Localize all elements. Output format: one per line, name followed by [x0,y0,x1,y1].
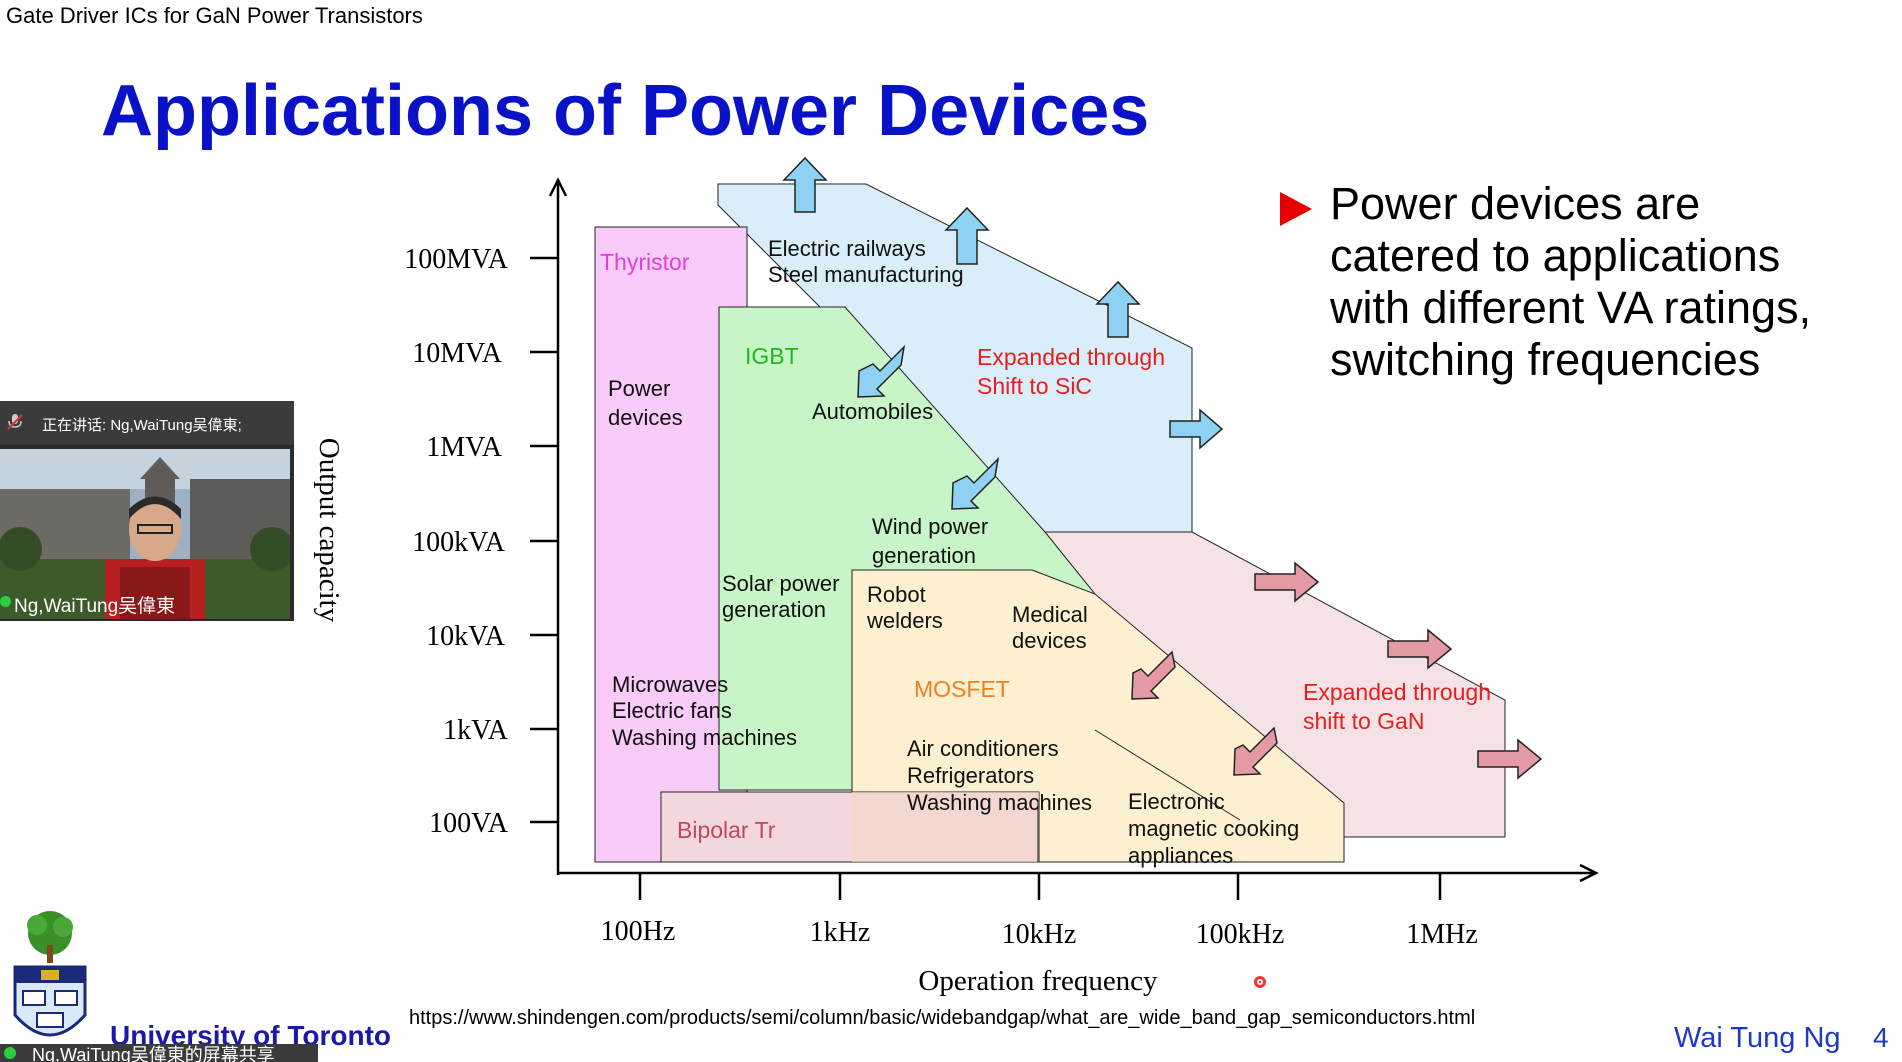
participant-video [0,449,290,619]
app-label: Electronic [1128,789,1225,814]
app-label: Solar power [722,571,839,596]
screen-share-icon [4,1047,16,1059]
y-tick-label: 100MVA [404,244,509,275]
app-label: Washing machines [907,790,1092,815]
participant-name: Ng,WaiTung吴偉東 [14,596,176,617]
arrow-up-icon [944,206,990,265]
y-axis-label: Output capacity [313,438,345,623]
app-label: Electric fans [612,698,732,723]
y-tick-label: 100VA [429,808,509,839]
app-label: appliances [1128,843,1233,868]
app-label: Electric railways [768,236,926,261]
app-label: Refrigerators [907,763,1034,788]
app-label: devices [608,405,683,430]
slide-title: Applications of Power Devices [101,71,1150,151]
app-label: generation [722,597,826,622]
app-label: generation [872,543,976,568]
source-url[interactable]: https://www.shindengen.com/products/semi… [409,1007,1476,1029]
arrow-up-icon [1095,280,1141,338]
arrow-down-left-icon [1131,650,1176,700]
app-label: magnetic cooking [1128,816,1299,841]
university-crest-icon [13,911,87,1037]
app-label: Wind power [872,514,988,539]
x-tick-label: 100Hz [601,916,676,947]
microphone-muted-icon [7,414,23,430]
video-tile[interactable]: 正在讲话: Ng,WaiTung吴偉東; Ng,WaiTung吴偉東 [0,401,294,621]
arrow-down-left-icon [951,456,1000,510]
x-tick-label: 10kHz [1002,919,1077,950]
app-label: devices [1012,628,1087,653]
arrow-right-icon [1169,408,1224,450]
y-tick-label: 10MVA [412,338,503,369]
y-tick-label: 100kVA [412,527,506,558]
x-tick-label: 1MHz [1406,919,1478,950]
arrow-down-left-icon [857,344,906,398]
x-tick-label: 100kHz [1196,919,1285,950]
y-tick-label: 1kVA [443,715,509,746]
app-label: Power [608,376,670,401]
y-tick-label: 1MVA [426,432,503,463]
triangle-bullet-icon [1280,192,1312,226]
app-label: welders [866,608,943,633]
presentation-header: Gate Driver ICs for GaN Power Transistor… [6,3,423,28]
region-bipolar-overlap [852,792,1039,862]
region-label-mosfet: MOSFET [914,676,1010,702]
bullet-text: Power devices are catered to application… [1330,178,1812,385]
app-label: Steel manufacturing [768,262,964,287]
x-axis-label: Operation frequency [918,965,1158,997]
arrow-right-icon [1477,738,1543,780]
x-axis-arrowhead [1579,863,1599,883]
author-name: Wai Tung Ng [1674,1022,1841,1054]
arrow-right-icon [1254,561,1320,603]
speaking-label: 正在讲话: Ng,WaiTung吴偉東; [42,417,242,434]
mic-active-icon [0,596,11,607]
app-label: Automobiles [812,399,933,424]
x-tick-label: 1kHz [810,917,871,948]
arrow-up-icon [782,156,828,213]
y-tick-label: 10kVA [426,621,506,652]
region-label-thyristor: Thyristor [600,249,690,275]
y-axis-arrowhead [548,177,568,197]
app-label: Robot [867,582,926,607]
region-label-bipolar: Bipolar Tr [677,817,776,843]
page-number: 4 [1873,1022,1889,1053]
region-label-igbt: IGBT [745,343,799,369]
app-label: Microwaves [612,672,728,697]
app-label: Washing machines [612,725,797,750]
app-label: Air conditioners [907,736,1059,761]
app-label: Medical [1012,602,1088,627]
screen-share-label: Ng,WaiTung吴偉東的屏幕共享 [32,1045,275,1062]
screen-share-bar[interactable]: Ng,WaiTung吴偉東的屏幕共享 [0,1044,318,1062]
laser-pointer-icon [1254,976,1266,988]
speaking-indicator-bar: 正在讲话: Ng,WaiTung吴偉東; [0,401,294,445]
arrow-right-icon [1387,628,1453,670]
arrow-down-left-icon [1233,726,1278,776]
